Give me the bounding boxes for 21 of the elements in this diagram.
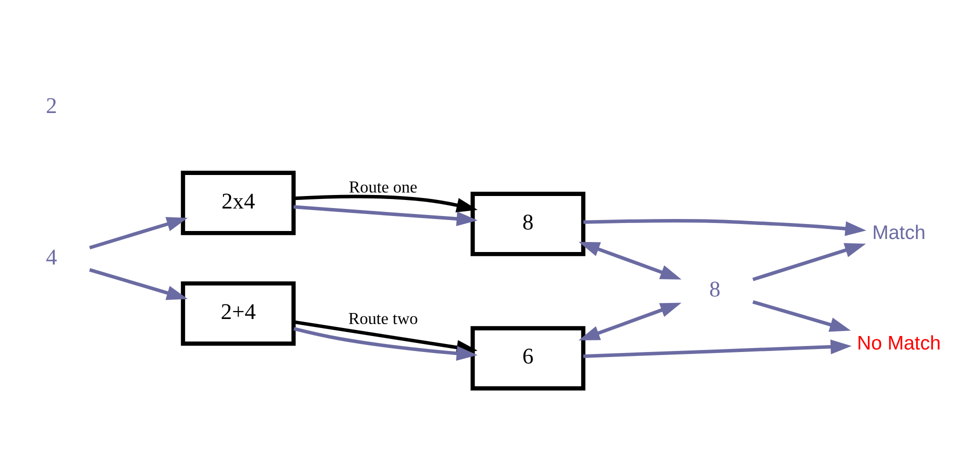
arrow [578,302,682,340]
node-box: 2+4 [180,281,296,346]
arrow [89,216,188,250]
node-box: 2x4 [180,170,296,236]
node-text: 4 [46,244,58,270]
label: 2 [46,93,58,118]
node-text: Match [872,222,926,244]
edge-label: Route one [348,178,418,197]
arrow [752,243,866,282]
node-text: 8 [709,276,720,302]
arrow [578,242,682,280]
arrow [752,300,851,332]
arrow [294,194,478,212]
arrow [583,219,866,236]
arrow [583,340,852,358]
arrow [89,268,188,300]
arrow [294,205,478,226]
node-text: No Match [856,332,941,354]
edge-label: Route two [348,309,418,328]
node-box: 6 [470,326,586,390]
node-box: 8 [470,192,586,256]
